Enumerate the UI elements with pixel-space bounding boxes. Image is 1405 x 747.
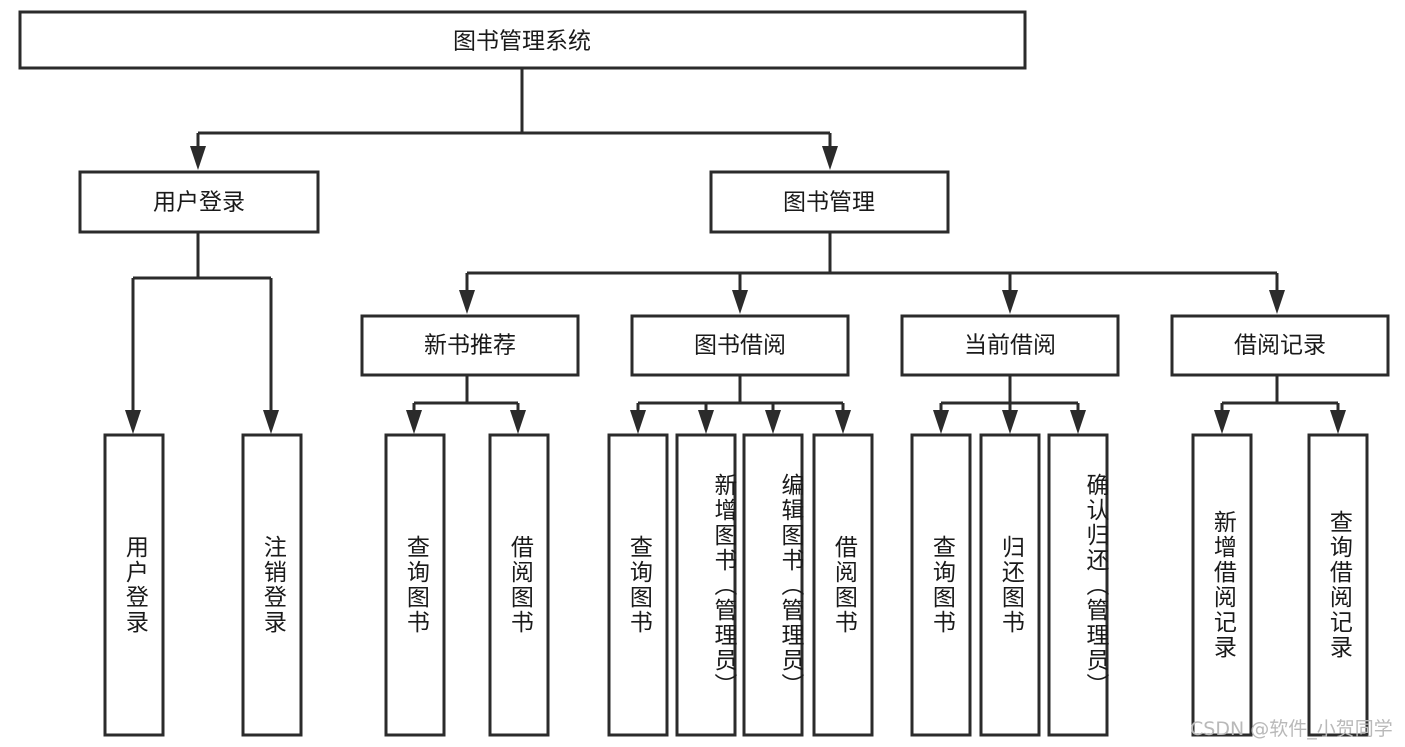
node-box-leaf-query-book-1[interactable] (384, 433, 446, 737)
arrow-head-icon (190, 146, 206, 170)
arrow-head-icon (765, 410, 781, 434)
arrow-head-icon (822, 146, 838, 170)
node-box-leaf-query-book-3[interactable] (910, 433, 972, 737)
arrow-head-icon (1070, 410, 1086, 434)
arrow-head-icon (1330, 410, 1346, 434)
node-box-leaf-query-record[interactable] (1307, 433, 1369, 737)
node-box-borrow-record[interactable] (1170, 314, 1390, 377)
node-label-root: 图书管理系统 (453, 29, 591, 55)
arrow-head-icon (459, 290, 475, 314)
node-label-current-borrow: 当前借阅 (964, 333, 1056, 359)
node-label-new-book-recommend: 新书推荐 (424, 333, 516, 359)
arrow-head-icon (698, 410, 714, 434)
connector-group-current-borrow (933, 375, 1086, 434)
arrow-head-icon (263, 410, 279, 434)
arrow-head-icon (510, 410, 526, 434)
node-box-current-borrow[interactable] (900, 314, 1120, 377)
arrow-head-icon (1269, 290, 1285, 314)
arrow-head-icon (406, 410, 422, 434)
csdn-watermark: CSDN @软件_小贺同学 (1190, 718, 1393, 740)
node-box-new-book-recommend[interactable] (360, 314, 580, 377)
arrow-head-icon (1214, 410, 1230, 434)
node-box-root[interactable] (18, 10, 1027, 70)
node-label-user-login: 用户登录 (153, 190, 245, 216)
node-box-book-borrow[interactable] (630, 314, 850, 377)
connector-group-user-login (125, 232, 279, 434)
node-label-book-borrow: 图书借阅 (694, 333, 786, 359)
node-box-leaf-logout[interactable] (241, 433, 303, 737)
arrow-head-icon (732, 290, 748, 314)
connector-group-book-manage (459, 232, 1285, 314)
node-box-leaf-borrow-book-2[interactable] (812, 433, 874, 737)
node-box-leaf-return-book[interactable] (979, 433, 1041, 737)
node-label-borrow-record: 借阅记录 (1234, 333, 1326, 359)
node-box-leaf-query-book-2[interactable] (607, 433, 669, 737)
node-box-book-manage[interactable] (709, 170, 950, 234)
connector-group-root (190, 68, 838, 170)
arrow-head-icon (125, 410, 141, 434)
arrow-head-icon (1002, 410, 1018, 434)
node-label-book-manage: 图书管理 (783, 190, 875, 216)
node-box-leaf-add-book[interactable] (675, 433, 737, 737)
node-box-leaf-confirm-return[interactable] (1047, 433, 1109, 737)
node-box-leaf-edit-book[interactable] (742, 433, 804, 737)
node-box-leaf-borrow-book-1[interactable] (488, 433, 550, 737)
node-box-leaf-user-login[interactable] (103, 433, 165, 737)
node-box-user-login[interactable] (78, 170, 320, 234)
arrow-head-icon (933, 410, 949, 434)
node-box-leaf-add-record[interactable] (1191, 433, 1253, 737)
arrow-head-icon (835, 410, 851, 434)
arrow-head-icon (630, 410, 646, 434)
connector-group-new-book (406, 375, 526, 434)
connector-group-book-borrow (630, 375, 851, 434)
arrow-head-icon (1002, 290, 1018, 314)
connector-group-borrow-record (1214, 375, 1346, 434)
